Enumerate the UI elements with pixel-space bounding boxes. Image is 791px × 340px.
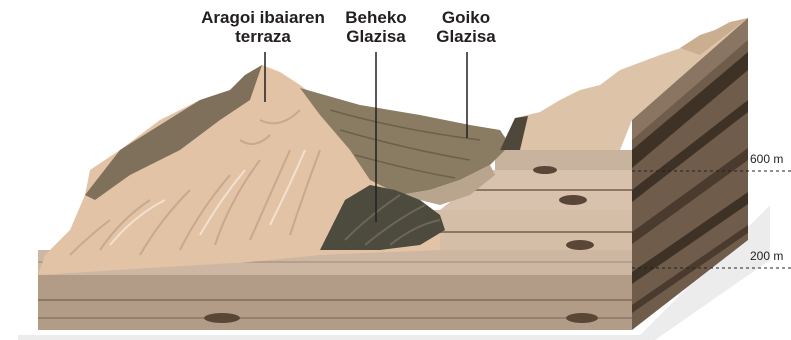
- label-upper-glacis: Goiko Glazisa: [428, 8, 504, 46]
- label-beheko-line2: Glazisa: [338, 27, 414, 46]
- altitude-label-200: 200 m: [750, 249, 783, 263]
- label-aragoi-terrace: Aragoi ibaiaren terraza: [188, 8, 338, 46]
- label-goiko-line2: Glazisa: [428, 27, 504, 46]
- altitude-label-600: 600 m: [750, 152, 783, 166]
- label-aragoi-line1: Aragoi ibaiaren: [188, 8, 338, 27]
- front-face: [38, 275, 632, 330]
- label-aragoi-line2: terraza: [188, 27, 338, 46]
- label-lower-glacis: Beheko Glazisa: [338, 8, 414, 46]
- label-beheko-line1: Beheko: [338, 8, 414, 27]
- label-goiko-line1: Goiko: [428, 8, 504, 27]
